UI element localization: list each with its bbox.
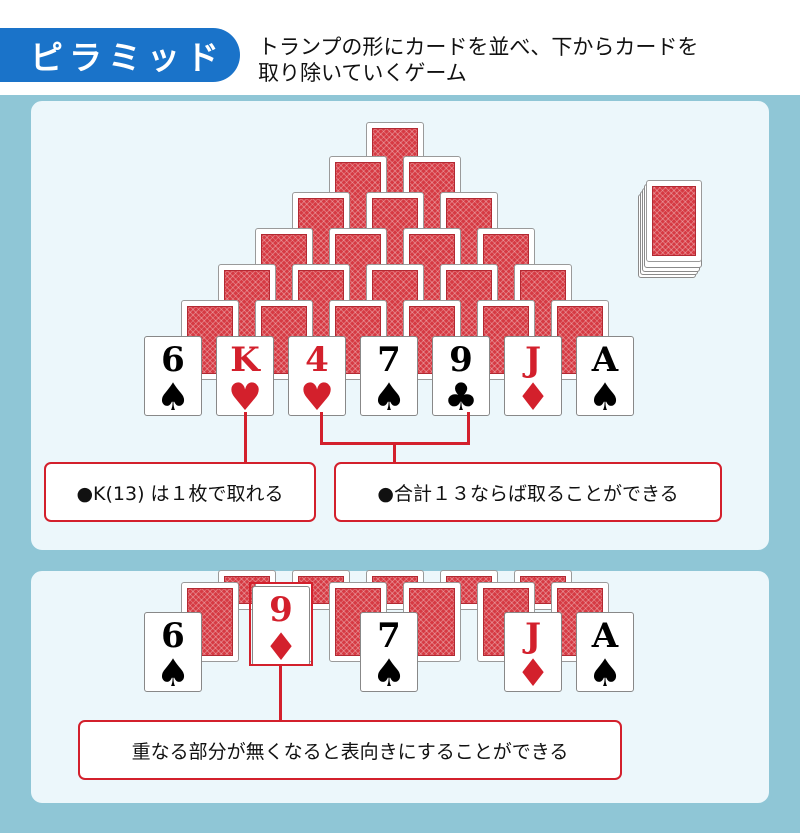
face-card[interactable]: 7 ♠ [360, 336, 418, 416]
spade-icon: ♠ [156, 655, 190, 691]
card-rank: 9 [449, 341, 473, 379]
face-card[interactable]: A ♠ [576, 336, 634, 416]
face-card[interactable]: 6 ♠ [144, 336, 202, 416]
diamond-icon: ♦ [516, 379, 550, 415]
card-rank: 7 [377, 617, 401, 655]
face-card[interactable]: J ♦ [504, 336, 562, 416]
card-rank: 4 [305, 341, 329, 379]
game-description: トランプの形にカードを並べ、下からカードを 取り除いていくゲーム [258, 34, 778, 86]
spade-icon: ♠ [588, 655, 622, 691]
card-rank: K [230, 341, 260, 379]
deck-top-card [646, 180, 702, 262]
connector-line [244, 412, 247, 464]
heart-icon: ♥ [228, 379, 262, 415]
card-rank: A [592, 341, 618, 379]
card-rank: 6 [161, 617, 185, 655]
face-card[interactable]: 4 ♥ [288, 336, 346, 416]
revealed-card-highlight [249, 582, 313, 666]
callout-sum-rule: ●合計１３ならば取ることができる [334, 462, 722, 522]
heart-icon: ♥ [300, 379, 334, 415]
card-rank: J [525, 617, 541, 655]
face-card[interactable]: 9 ♣ [432, 336, 490, 416]
diamond-icon: ♦ [516, 655, 550, 691]
description-line-1: トランプの形にカードを並べ、下からカードを [258, 34, 778, 60]
card-rank: A [592, 617, 618, 655]
callout-reveal-rule: 重なる部分が無くなると表向きにすることができる [78, 720, 622, 780]
connector-line [393, 442, 396, 464]
connector-line [320, 412, 323, 444]
callout-king-rule: ●K(13) は１枚で取れる [44, 462, 316, 522]
spade-icon: ♠ [588, 379, 622, 415]
connector-line [467, 412, 470, 444]
face-card[interactable]: 6 ♠ [144, 612, 202, 692]
description-line-2: 取り除いていくゲーム [258, 60, 778, 86]
face-card[interactable]: 7 ♠ [360, 612, 418, 692]
club-icon: ♣ [444, 379, 478, 415]
face-card[interactable]: A ♠ [576, 612, 634, 692]
header: ピラミッド トランプの形にカードを並べ、下からカードを 取り除いていくゲーム [0, 0, 800, 95]
stock-deck[interactable] [638, 180, 702, 278]
face-card[interactable]: J ♦ [504, 612, 562, 692]
spade-icon: ♠ [156, 379, 190, 415]
connector-line [279, 666, 282, 722]
page-title: ピラミッド [0, 28, 240, 82]
card-rank: J [525, 341, 541, 379]
face-card[interactable]: K ♥ [216, 336, 274, 416]
spade-icon: ♠ [372, 655, 406, 691]
card-rank: 7 [377, 341, 401, 379]
spade-icon: ♠ [372, 379, 406, 415]
card-rank: 6 [161, 341, 185, 379]
